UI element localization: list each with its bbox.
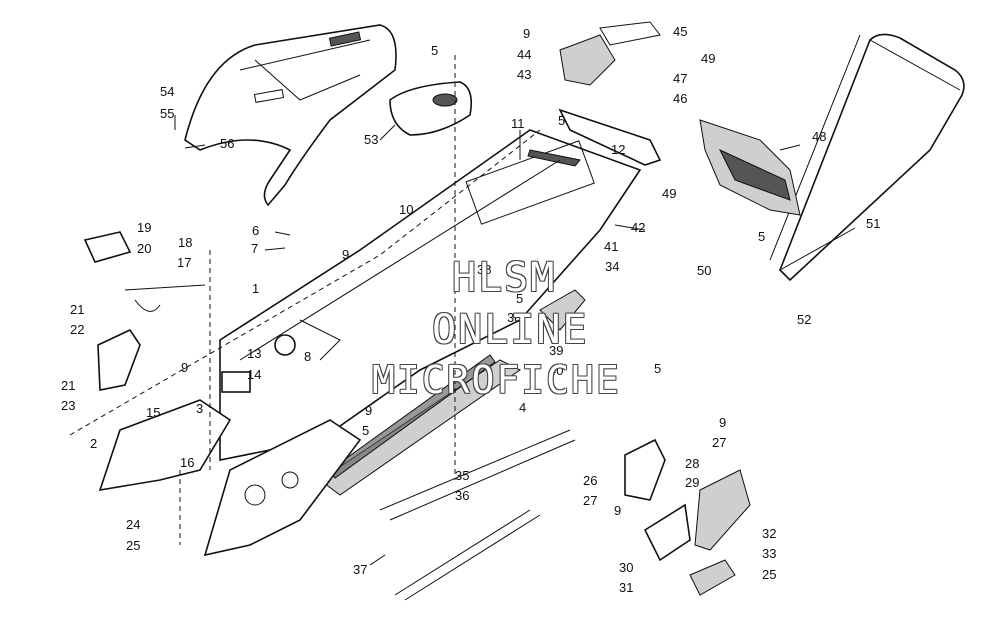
callout-39: 39 [549, 343, 564, 358]
seat [184, 24, 397, 207]
callout-5: 5 [654, 361, 662, 376]
rail [394, 509, 541, 601]
callout-9: 9 [523, 26, 531, 41]
callout-46: 46 [673, 91, 688, 106]
callout-5: 5 [758, 229, 766, 244]
handle [124, 284, 206, 312]
callout-6: 6 [252, 223, 260, 238]
callout-38: 38 [477, 262, 492, 277]
callout-37: 37 [353, 562, 368, 577]
callout-32: 32 [762, 526, 777, 541]
callout-25: 25 [762, 567, 777, 582]
rear-bumper [769, 33, 965, 282]
callout-15: 15 [146, 405, 161, 420]
seat-base [389, 81, 473, 136]
callout-49: 49 [662, 186, 677, 201]
callout-9: 9 [365, 403, 373, 418]
callout-20: 20 [137, 241, 152, 256]
callout-30: 30 [619, 560, 634, 575]
side-panel [98, 399, 362, 557]
callout-40: 40 [549, 363, 564, 378]
callout-9: 9 [614, 503, 622, 518]
callout-51: 51 [866, 216, 881, 231]
callout-5: 5 [431, 43, 439, 58]
callout-43: 43 [517, 67, 532, 82]
callout-5: 5 [516, 291, 524, 306]
tail-bracket [558, 108, 662, 166]
callout-9: 9 [342, 247, 350, 262]
callout-36: 36 [455, 488, 470, 503]
callout-22: 22 [70, 322, 85, 337]
callout-13: 13 [247, 346, 262, 361]
callout-24: 24 [126, 517, 141, 532]
callout-23: 23 [61, 398, 76, 413]
rail [379, 429, 576, 521]
watermark-line-1: HLSM [452, 255, 557, 301]
assembly-line [69, 129, 541, 436]
cap [83, 231, 132, 263]
callout-52: 52 [797, 312, 812, 327]
callout-27: 27 [712, 435, 727, 450]
callout-54: 54 [160, 84, 175, 99]
callout-35: 35 [455, 468, 470, 483]
callout-47: 47 [673, 71, 688, 86]
callout-41: 41 [604, 239, 619, 254]
callout-10: 10 [399, 202, 414, 217]
callout-5: 5 [362, 423, 370, 438]
callout-28: 28 [685, 456, 700, 471]
module [221, 371, 251, 393]
callout-14: 14 [247, 367, 262, 382]
callout-18: 18 [178, 235, 193, 250]
callout-27: 27 [583, 493, 598, 508]
bracket [97, 328, 141, 391]
callout-7: 7 [251, 241, 259, 256]
callout-34: 34 [605, 259, 620, 274]
callout-25: 25 [126, 538, 141, 553]
lower-right-parts [624, 438, 751, 596]
callout-9: 9 [181, 360, 189, 375]
rear-light [699, 119, 801, 216]
callout-19: 19 [137, 220, 152, 235]
callout-12: 12 [611, 142, 626, 157]
callout-56: 56 [220, 136, 235, 151]
callout-55: 55 [160, 106, 175, 121]
callout-49: 49 [701, 51, 716, 66]
callout-33: 33 [762, 546, 777, 561]
leader-lines [174, 115, 856, 566]
callout-5: 5 [558, 113, 566, 128]
tunnel [219, 129, 642, 461]
callout-21: 21 [70, 302, 85, 317]
bracket [539, 289, 586, 331]
callout-26: 26 [583, 473, 598, 488]
watermark-line-2: ONLINE [432, 307, 589, 353]
callout-2: 2 [90, 436, 98, 451]
running-board [319, 354, 521, 496]
callout-53: 53 [364, 132, 379, 147]
callout-44: 44 [517, 47, 532, 62]
callout-38: 38 [507, 310, 522, 325]
callout-17: 17 [177, 255, 192, 270]
cover [599, 21, 661, 46]
callout-31: 31 [619, 580, 634, 595]
callout-1: 1 [252, 281, 260, 296]
callout-11: 11 [511, 116, 525, 131]
callout-42: 42 [631, 220, 646, 235]
callout-3: 3 [196, 401, 204, 416]
callout-29: 29 [685, 475, 700, 490]
callout-21: 21 [61, 378, 76, 393]
watermark-line-3: MICROFICHE [372, 358, 621, 402]
callout-4: 4 [519, 400, 527, 415]
callout-48: 48 [812, 129, 827, 144]
callout-8: 8 [304, 349, 312, 364]
callout-45: 45 [673, 24, 688, 39]
callout-9: 9 [719, 415, 727, 430]
callout-16: 16 [180, 455, 195, 470]
plate [559, 34, 616, 86]
callout-50: 50 [697, 263, 712, 278]
